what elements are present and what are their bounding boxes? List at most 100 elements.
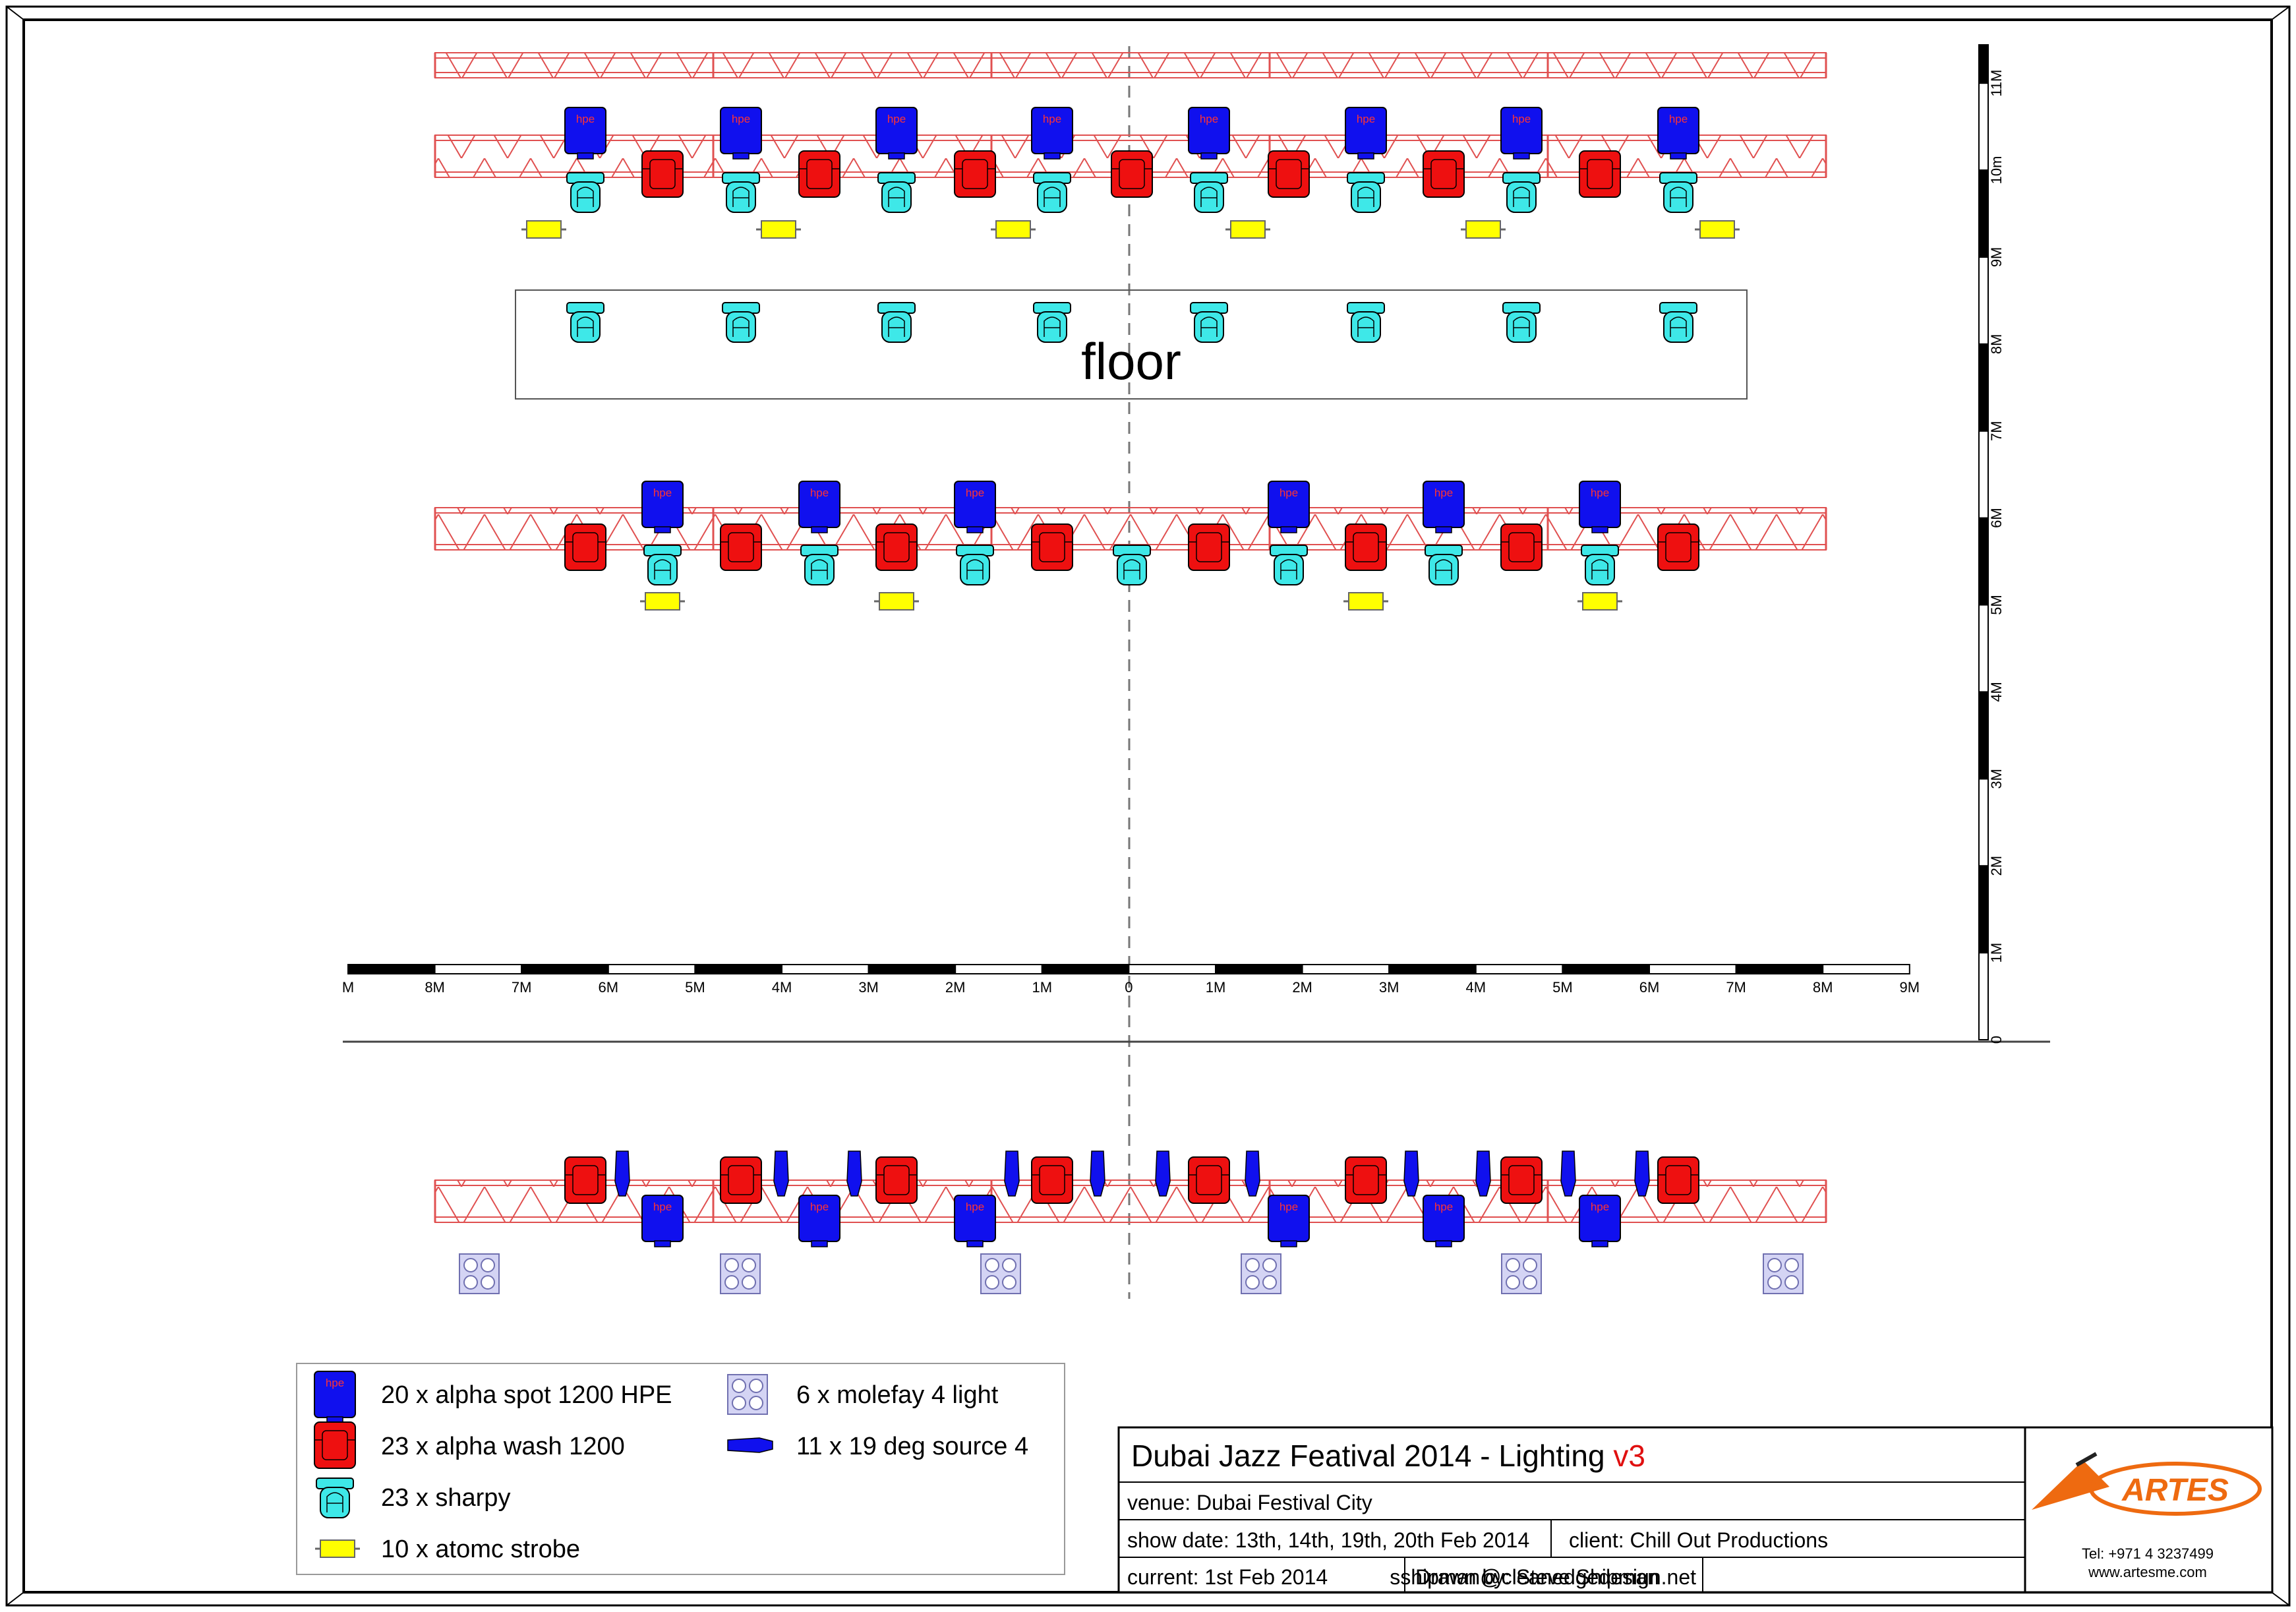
alpha-spot-icon: hpe — [1423, 481, 1465, 533]
molefay-icon — [720, 1253, 761, 1294]
alpha-wash-icon — [1423, 150, 1465, 198]
alpha-wash-icon — [875, 523, 918, 571]
strobe-icon — [874, 592, 919, 611]
floor-label: floor — [1081, 332, 1181, 390]
alpha-wash-icon — [1031, 1156, 1073, 1204]
h-scale-tick-label: 9M — [1900, 979, 1920, 996]
strobe-icon — [1461, 220, 1506, 239]
svg-text:hpe: hpe — [887, 113, 906, 125]
current-date-field: current: 1st Feb 2014 — [1127, 1565, 1328, 1589]
alpha-spot-icon: hpe — [314, 1371, 356, 1423]
sharpy-icon — [1502, 172, 1541, 213]
sharpy-icon — [1033, 172, 1071, 213]
h-scale-tick-label: 4M — [772, 979, 792, 996]
alpha-spot-icon: hpe — [720, 107, 762, 160]
molefay-icon — [980, 1253, 1021, 1294]
sharpy-icon — [956, 545, 994, 585]
alpha-spot-icon: hpe — [641, 481, 684, 533]
svg-text:hpe: hpe — [1669, 113, 1688, 125]
svg-text:hpe: hpe — [1434, 1201, 1453, 1213]
v-scale-tick-label: 11M — [1988, 70, 2005, 97]
truss-top — [434, 52, 1827, 78]
alpha-spot-icon: hpe — [1268, 481, 1310, 533]
alpha-wash-icon — [1345, 523, 1387, 571]
sharpy-icon — [643, 545, 682, 585]
company-tel: Tel: +971 4 3237499 — [2082, 1545, 2214, 1562]
sharpy-icon — [722, 302, 760, 343]
v-scale-tick-label: 4M — [1988, 682, 2005, 702]
h-scale-tick-label: M — [342, 979, 354, 996]
svg-text:hpe: hpe — [810, 487, 829, 499]
source4-icon — [727, 1437, 773, 1453]
source4-icon — [846, 1150, 862, 1197]
svg-text:hpe: hpe — [1434, 487, 1453, 499]
svg-text:hpe: hpe — [653, 1201, 672, 1213]
sheet-border-outer — [5, 5, 2291, 1607]
strobe-icon — [1577, 592, 1622, 611]
alpha-wash-icon — [1500, 523, 1543, 571]
sharpy-icon — [1033, 302, 1071, 343]
svg-text:hpe: hpe — [1043, 113, 1061, 125]
alpha-spot-icon: hpe — [954, 481, 996, 533]
h-scale-tick-label: 6M — [1639, 979, 1660, 996]
svg-text:hpe: hpe — [1512, 113, 1531, 125]
strobe-icon — [640, 592, 685, 611]
h-scale-tick-label: 6M — [599, 979, 619, 996]
title-block: Dubai Jazz Featival 2014 - Lighting v3 v… — [1117, 1426, 2274, 1594]
alpha-spot-icon: hpe — [954, 1195, 996, 1247]
v-scale-tick-label: 10m — [1988, 156, 2005, 185]
source4-icon — [1403, 1150, 1419, 1197]
svg-text:hpe: hpe — [1200, 113, 1218, 125]
molefay-icon — [1763, 1253, 1804, 1294]
h-scale-tick-label: 2M — [945, 979, 966, 996]
sharpy-icon — [1425, 545, 1463, 585]
legend-item-alpha-wash: 23 x alpha wash 1200 — [381, 1433, 625, 1460]
alpha-wash-icon — [1031, 523, 1073, 571]
alpha-wash-icon — [1345, 1156, 1387, 1204]
legend-box — [296, 1363, 1065, 1575]
sharpy-icon — [1502, 302, 1541, 343]
legend-item-strobe: 10 x atomc strobe — [381, 1536, 580, 1563]
sharpy-icon — [1113, 545, 1151, 585]
h-scale-tick-label: 7M — [1726, 979, 1746, 996]
h-scale-tick-label: 1M — [1206, 979, 1226, 996]
floor-area — [515, 289, 1748, 400]
svg-text:hpe: hpe — [653, 487, 672, 499]
alpha-spot-icon: hpe — [1423, 1195, 1465, 1247]
h-scale-tick-label: 4M — [1466, 979, 1487, 996]
sharpy-icon — [1347, 302, 1385, 343]
drawn-by-field: Drawn by: Steve Shipman — [1415, 1565, 1659, 1589]
h-scale-tick-label: 1M — [1032, 979, 1053, 996]
source4-icon — [1155, 1150, 1171, 1197]
strobe-icon — [315, 1539, 360, 1558]
show-date-field: show date: 13th, 14th, 19th, 20th Feb 20… — [1127, 1528, 1529, 1552]
sharpy-icon — [1270, 545, 1308, 585]
strobe-icon — [521, 220, 566, 239]
alpha-wash-icon — [720, 1156, 762, 1204]
svg-text:hpe: hpe — [576, 113, 595, 125]
v-scale-tick-label: 2M — [1988, 856, 2005, 876]
h-scale-tick-label: 5M — [1552, 979, 1573, 996]
molefay-icon — [1241, 1253, 1281, 1294]
legend-item-source4: 11 x 19 deg source 4 — [796, 1433, 1028, 1460]
alpha-spot-icon: hpe — [875, 107, 918, 160]
alpha-wash-icon — [314, 1421, 356, 1469]
sharpy-icon — [566, 172, 604, 213]
alpha-spot-icon: hpe — [1188, 107, 1230, 160]
source4-icon — [1245, 1150, 1260, 1197]
alpha-wash-icon — [564, 523, 606, 571]
alpha-spot-icon: hpe — [1579, 1195, 1621, 1247]
sharpy-icon — [1659, 302, 1697, 343]
alpha-spot-icon: hpe — [798, 1195, 840, 1247]
sharpy-icon — [722, 172, 760, 213]
v-scale-tick-label: 0 — [1988, 1036, 2005, 1044]
source4-icon — [1475, 1150, 1491, 1197]
artes-logo: ARTES — [2032, 1452, 2262, 1516]
sharpy-icon — [1190, 302, 1228, 343]
v-scale-tick-label: 6M — [1988, 508, 2005, 528]
v-scale-tick-label: 7M — [1988, 421, 2005, 441]
molefay-icon — [1501, 1253, 1542, 1294]
molefay-icon — [727, 1374, 768, 1415]
venue-field: venue: Dubai Festival City — [1127, 1491, 1372, 1514]
